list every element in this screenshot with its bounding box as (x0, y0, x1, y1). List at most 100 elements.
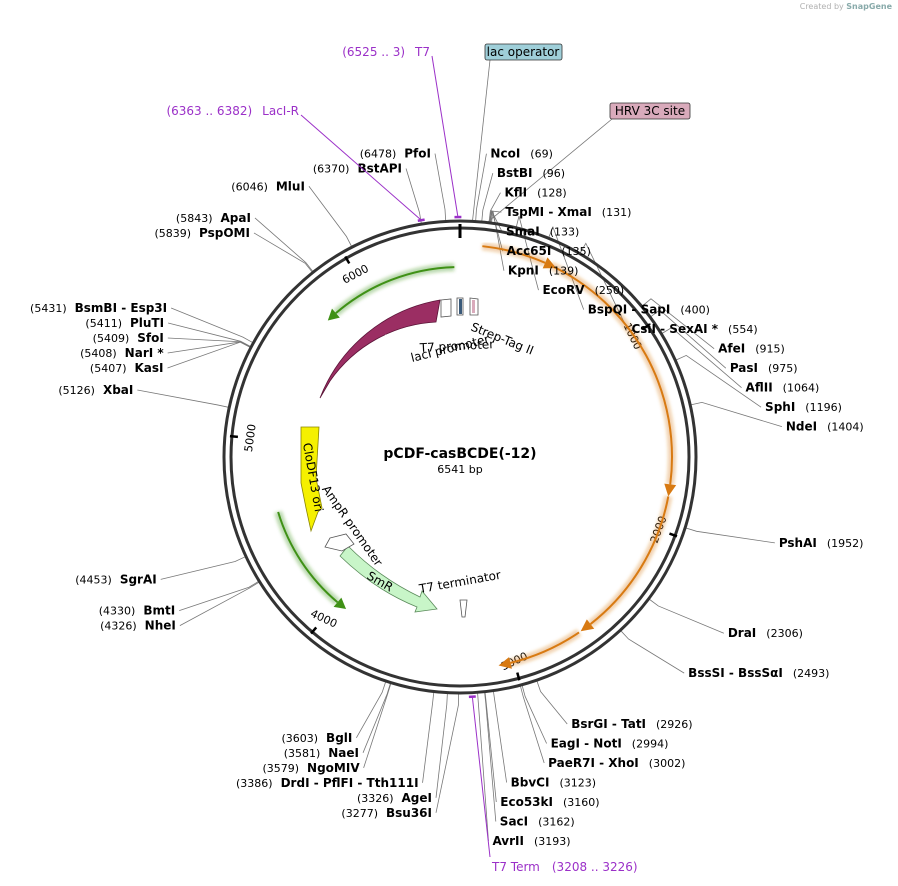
site-name-smai: SmaI (506, 225, 540, 239)
site-sfoi[interactable]: SfoI(5409) (93, 331, 164, 345)
site-afei[interactable]: AfeI (915) (718, 342, 785, 356)
orf-smr-arc-arrowhead (333, 597, 347, 610)
orf-1-arc[interactable] (482, 245, 546, 264)
laci-promoter-arrow[interactable] (440, 298, 452, 318)
site-name-saci: SacI (500, 815, 528, 829)
tick-mark-2000 (669, 532, 678, 538)
site-eagi-noti[interactable]: EagI - NotI(2994) (551, 737, 669, 751)
leader-drdi-pflfi-tth111i (422, 691, 435, 783)
site-name-xbai: XbaI (103, 383, 133, 397)
site-name-afei: AfeI (718, 342, 745, 356)
site-pos-afei: (915) (755, 343, 785, 356)
orf-smr-arc[interactable] (277, 511, 339, 603)
orf-4-arc[interactable] (510, 631, 580, 664)
site-smai[interactable]: SmaI (133) (506, 225, 579, 239)
orf-3-arc[interactable] (589, 496, 670, 625)
site-mlui[interactable]: MluI(6046) (231, 179, 305, 193)
site-pos-avrii: (3193) (534, 835, 571, 848)
site-saci[interactable]: SacI(3162) (500, 815, 575, 829)
feature-label-t7-promoter: T7 promoter (418, 337, 494, 355)
site-name-sgrai: SgrAI (120, 572, 157, 586)
site-bbvci[interactable]: BbvCI(3123) (511, 776, 596, 790)
site-csii-sexai[interactable]: CsiI - SexAI *(554) (631, 322, 757, 336)
orf-laci-arc[interactable] (335, 266, 455, 314)
site-pfoi[interactable]: PfoI(6478) (360, 147, 431, 161)
site-drdi-pflfi-tth111i[interactable]: DrdI - PflFI - Tth111I(3386) (236, 776, 419, 790)
site-pluti[interactable]: PluTI(5411) (85, 316, 164, 330)
site-kasi[interactable]: KasI(5407) (90, 361, 164, 375)
snapgene-credit: Created by SnapGene (800, 2, 892, 11)
site-name-ngomiv: NgoMIV (307, 761, 360, 775)
orf-2-arc-arrowhead (664, 483, 677, 497)
site-ecorv[interactable]: EcoRV(250) (542, 283, 624, 297)
site-name-bmti: BmtI (143, 604, 175, 618)
smr-gene-arrow[interactable] (339, 545, 438, 613)
site-ncoi[interactable]: NcoI(69) (490, 147, 552, 161)
t7-terminator-arrow[interactable] (459, 599, 468, 618)
site-name-nhei: NheI (145, 619, 176, 633)
site-xbai[interactable]: XbaI(5126) (58, 383, 133, 397)
site-sphi[interactable]: SphI(1196) (765, 400, 842, 414)
site-bspqi-sapi[interactable]: BspQI - SapI(400) (588, 303, 710, 317)
site-ngomiv[interactable]: NgoMIV(3579) (262, 761, 360, 775)
site-nhei[interactable]: NheI(4326) (100, 619, 176, 633)
orf-4-arc-arrowhead (498, 657, 512, 669)
clodf13-ori-arrow[interactable] (300, 426, 323, 533)
site-aflii[interactable]: AflII(1064) (746, 381, 820, 395)
lac-operator-box[interactable] (484, 43, 563, 61)
primer-pos-laci-r: (6363 .. 6382) (166, 104, 252, 118)
site-bstbi[interactable]: BstBI(96) (497, 166, 565, 180)
leader-ncoi (475, 153, 487, 222)
site-bsrgi-tati[interactable]: BsrGI - TatI(2926) (571, 717, 692, 731)
primer-t7[interactable]: T7(6525 .. 3) (342, 45, 430, 59)
site-pos-bspqi-sapi: (400) (680, 304, 710, 317)
site-pos-smai: (133) (550, 226, 580, 239)
site-pshai[interactable]: PshAI(1952) (779, 536, 864, 550)
primer-t7-term[interactable]: T7 Term(3208 .. 3226) (491, 860, 638, 874)
site-pos-drdi-pflfi-tth111i: (3386) (236, 777, 273, 790)
site-acc65i[interactable]: Acc65I(135) (507, 244, 591, 258)
tick-label-5000: 5000 (242, 423, 259, 453)
site-apai[interactable]: ApaI(5843) (176, 211, 251, 225)
orf-2-arc[interactable] (550, 264, 673, 485)
site-naei[interactable]: NaeI(3581) (284, 746, 359, 760)
site-pos-aflii: (1064) (783, 382, 820, 395)
site-name-bstbi: BstBI (497, 166, 533, 180)
site-sgrai[interactable]: SgrAI(4453) (75, 572, 156, 586)
site-ndei[interactable]: NdeI(1404) (786, 420, 864, 434)
hrv-3c-site-box[interactable] (609, 102, 691, 120)
leader-sgrai (160, 556, 247, 580)
site-bgli[interactable]: BglI(3603) (281, 731, 352, 745)
site-bstapi[interactable]: BstAPI(6370) (313, 162, 402, 176)
site-bsmbi-esp3i[interactable]: BsmBI - Esp3I(5431) (30, 301, 167, 315)
site-pos-paer7i-xhoi: (3002) (649, 757, 686, 770)
site-avrii[interactable]: AvrII(3193) (492, 834, 570, 848)
site-name-bbvci: BbvCI (511, 776, 550, 790)
primer-laci-r[interactable]: LacI-R(6363 .. 6382) (166, 104, 299, 118)
site-paer7i-xhoi[interactable]: PaeR7I - XhoI(3002) (548, 756, 685, 770)
site-bmti[interactable]: BmtI(4330) (99, 604, 175, 618)
leader-sphi (675, 354, 762, 408)
ampr-promoter-arrow[interactable] (324, 533, 355, 552)
feature-label-t7-terminator: T7 terminator (417, 568, 502, 596)
leader-afei (641, 298, 715, 349)
site-pasi[interactable]: PasI(975) (730, 361, 798, 375)
site-bsssi-bsss-i[interactable]: BssSI - BssSαI(2493) (688, 666, 829, 680)
site-eco53ki[interactable]: Eco53kI(3160) (500, 795, 599, 809)
site-pos-pfoi: (6478) (360, 148, 397, 161)
leader-pspomi (253, 232, 313, 273)
site-nari[interactable]: NarI *(5408) (80, 346, 164, 360)
site-kfli[interactable]: KflI(128) (504, 186, 566, 200)
leader-xbai (137, 389, 230, 408)
site-name-apai: ApaI (220, 211, 250, 225)
site-pspomi[interactable]: PspOMI(5839) (154, 226, 250, 240)
site-agei[interactable]: AgeI(3326) (357, 791, 432, 805)
site-drai[interactable]: DraI(2306) (728, 626, 803, 640)
laci-gene-arrow[interactable] (319, 299, 441, 399)
tick-mark-1000 (642, 323, 651, 331)
site-tspmi-xmai[interactable]: TspMI - XmaI(131) (505, 205, 631, 219)
site-name-kfli: KflI (504, 186, 527, 200)
site-bsu36i[interactable]: Bsu36I(3277) (341, 806, 432, 820)
site-kpni[interactable]: KpnI(139) (508, 264, 579, 278)
site-pos-tspmi-xmai: (131) (602, 206, 632, 219)
